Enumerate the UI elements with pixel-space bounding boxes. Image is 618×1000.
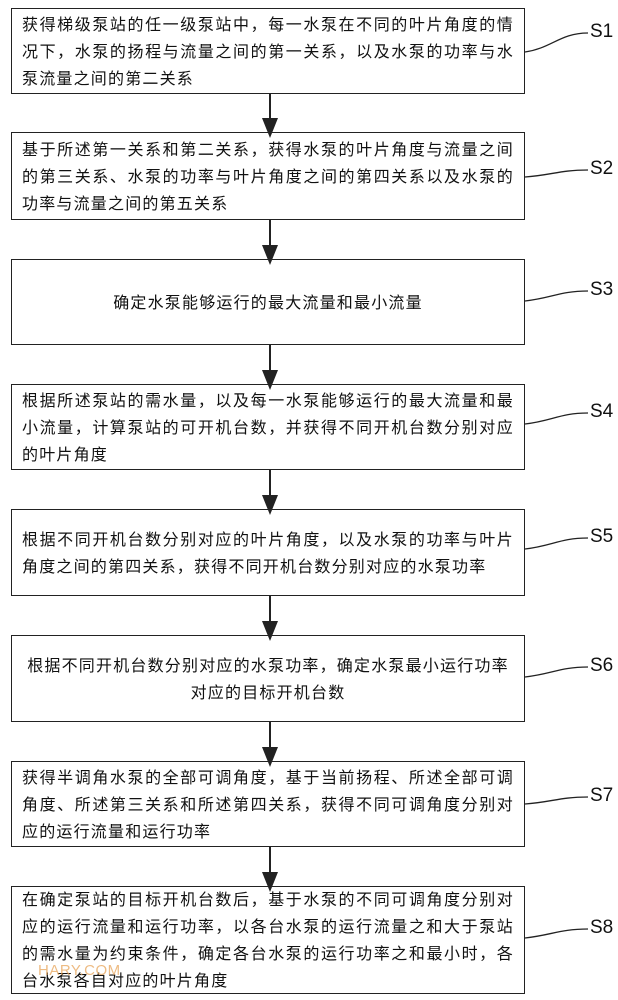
step-text-s4: 根据所述泵站的需水量，以及每一水泵能够运行的最大流量和最小流量，计算泵站的可开机… [22,390,514,464]
step-label-s1: S1 [590,21,614,42]
step-box-s3: 确定水泵能够运行的最大流量和最小流量 [11,259,525,345]
step-label-s3: S3 [590,279,614,300]
step-box-s5: 根据不同开机台数分别对应的叶片角度，以及水泵的功率与叶片角度之间的第四关系，获得… [11,509,525,596]
step-box-s6: 根据不同开机台数分别对应的水泵功率，确定水泵最小运行功率对应的目标开机台数 [11,635,525,722]
leader-s7 [524,796,589,805]
leader-s1 [524,32,589,53]
step-text-s7: 获得半调角水泵的全部可调角度，基于当前扬程、所述全部可调角度、所述第三关系和所述… [22,767,514,841]
step-label-s5: S5 [590,526,614,547]
step-text-s5: 根据不同开机台数分别对应的叶片角度，以及水泵的功率与叶片角度之间的第四关系，获得… [22,529,514,576]
step-label-s6: S6 [590,655,614,676]
step-box-s8: 在确定泵站的目标开机台数后，基于水泵的不同可调角度分别对应的运行流量和运行功率，… [11,886,525,994]
leader-s4 [524,412,589,425]
step-box-s1: 获得梯级泵站的任一级泵站中，每一水泵在不同的叶片角度的情况下，水泵的扬程与流量之… [11,8,525,94]
step-label-s8: S8 [590,917,614,938]
step-text-s6: 根据不同开机台数分别对应的水泵功率，确定水泵最小运行功率对应的目标开机台数 [27,655,509,702]
step-label-s4: S4 [590,401,614,422]
leader-s6 [524,666,589,678]
step-box-s2: 基于所述第一关系和第二关系，获得水泵的叶片角度与流量之间的第三关系、水泵的功率与… [11,132,525,220]
step-text-s2: 基于所述第一关系和第二关系，获得水泵的叶片角度与流量之间的第三关系、水泵的功率与… [22,139,514,213]
step-text-s1: 获得梯级泵站的任一级泵站中，每一水泵在不同的叶片角度的情况下，水泵的扬程与流量之… [22,14,514,88]
watermark: HARY.COM [38,962,121,979]
step-box-s4: 根据所述泵站的需水量，以及每一水泵能够运行的最大流量和最小流量，计算泵站的可开机… [11,384,525,470]
leader-s2 [524,169,589,178]
step-label-s7: S7 [590,785,614,806]
step-text-s3: 确定水泵能够运行的最大流量和最小流量 [113,292,423,312]
step-box-s7: 获得半调角水泵的全部可调角度，基于当前扬程、所述全部可调角度、所述第三关系和所述… [11,761,525,847]
leader-s3 [524,290,589,302]
leader-s5 [524,537,589,550]
step-label-s2: S2 [590,158,614,179]
leader-s8 [524,928,589,939]
step-text-s8: 在确定泵站的目标开机台数后，基于水泵的不同可调角度分别对应的运行流量和运行功率，… [22,890,514,990]
